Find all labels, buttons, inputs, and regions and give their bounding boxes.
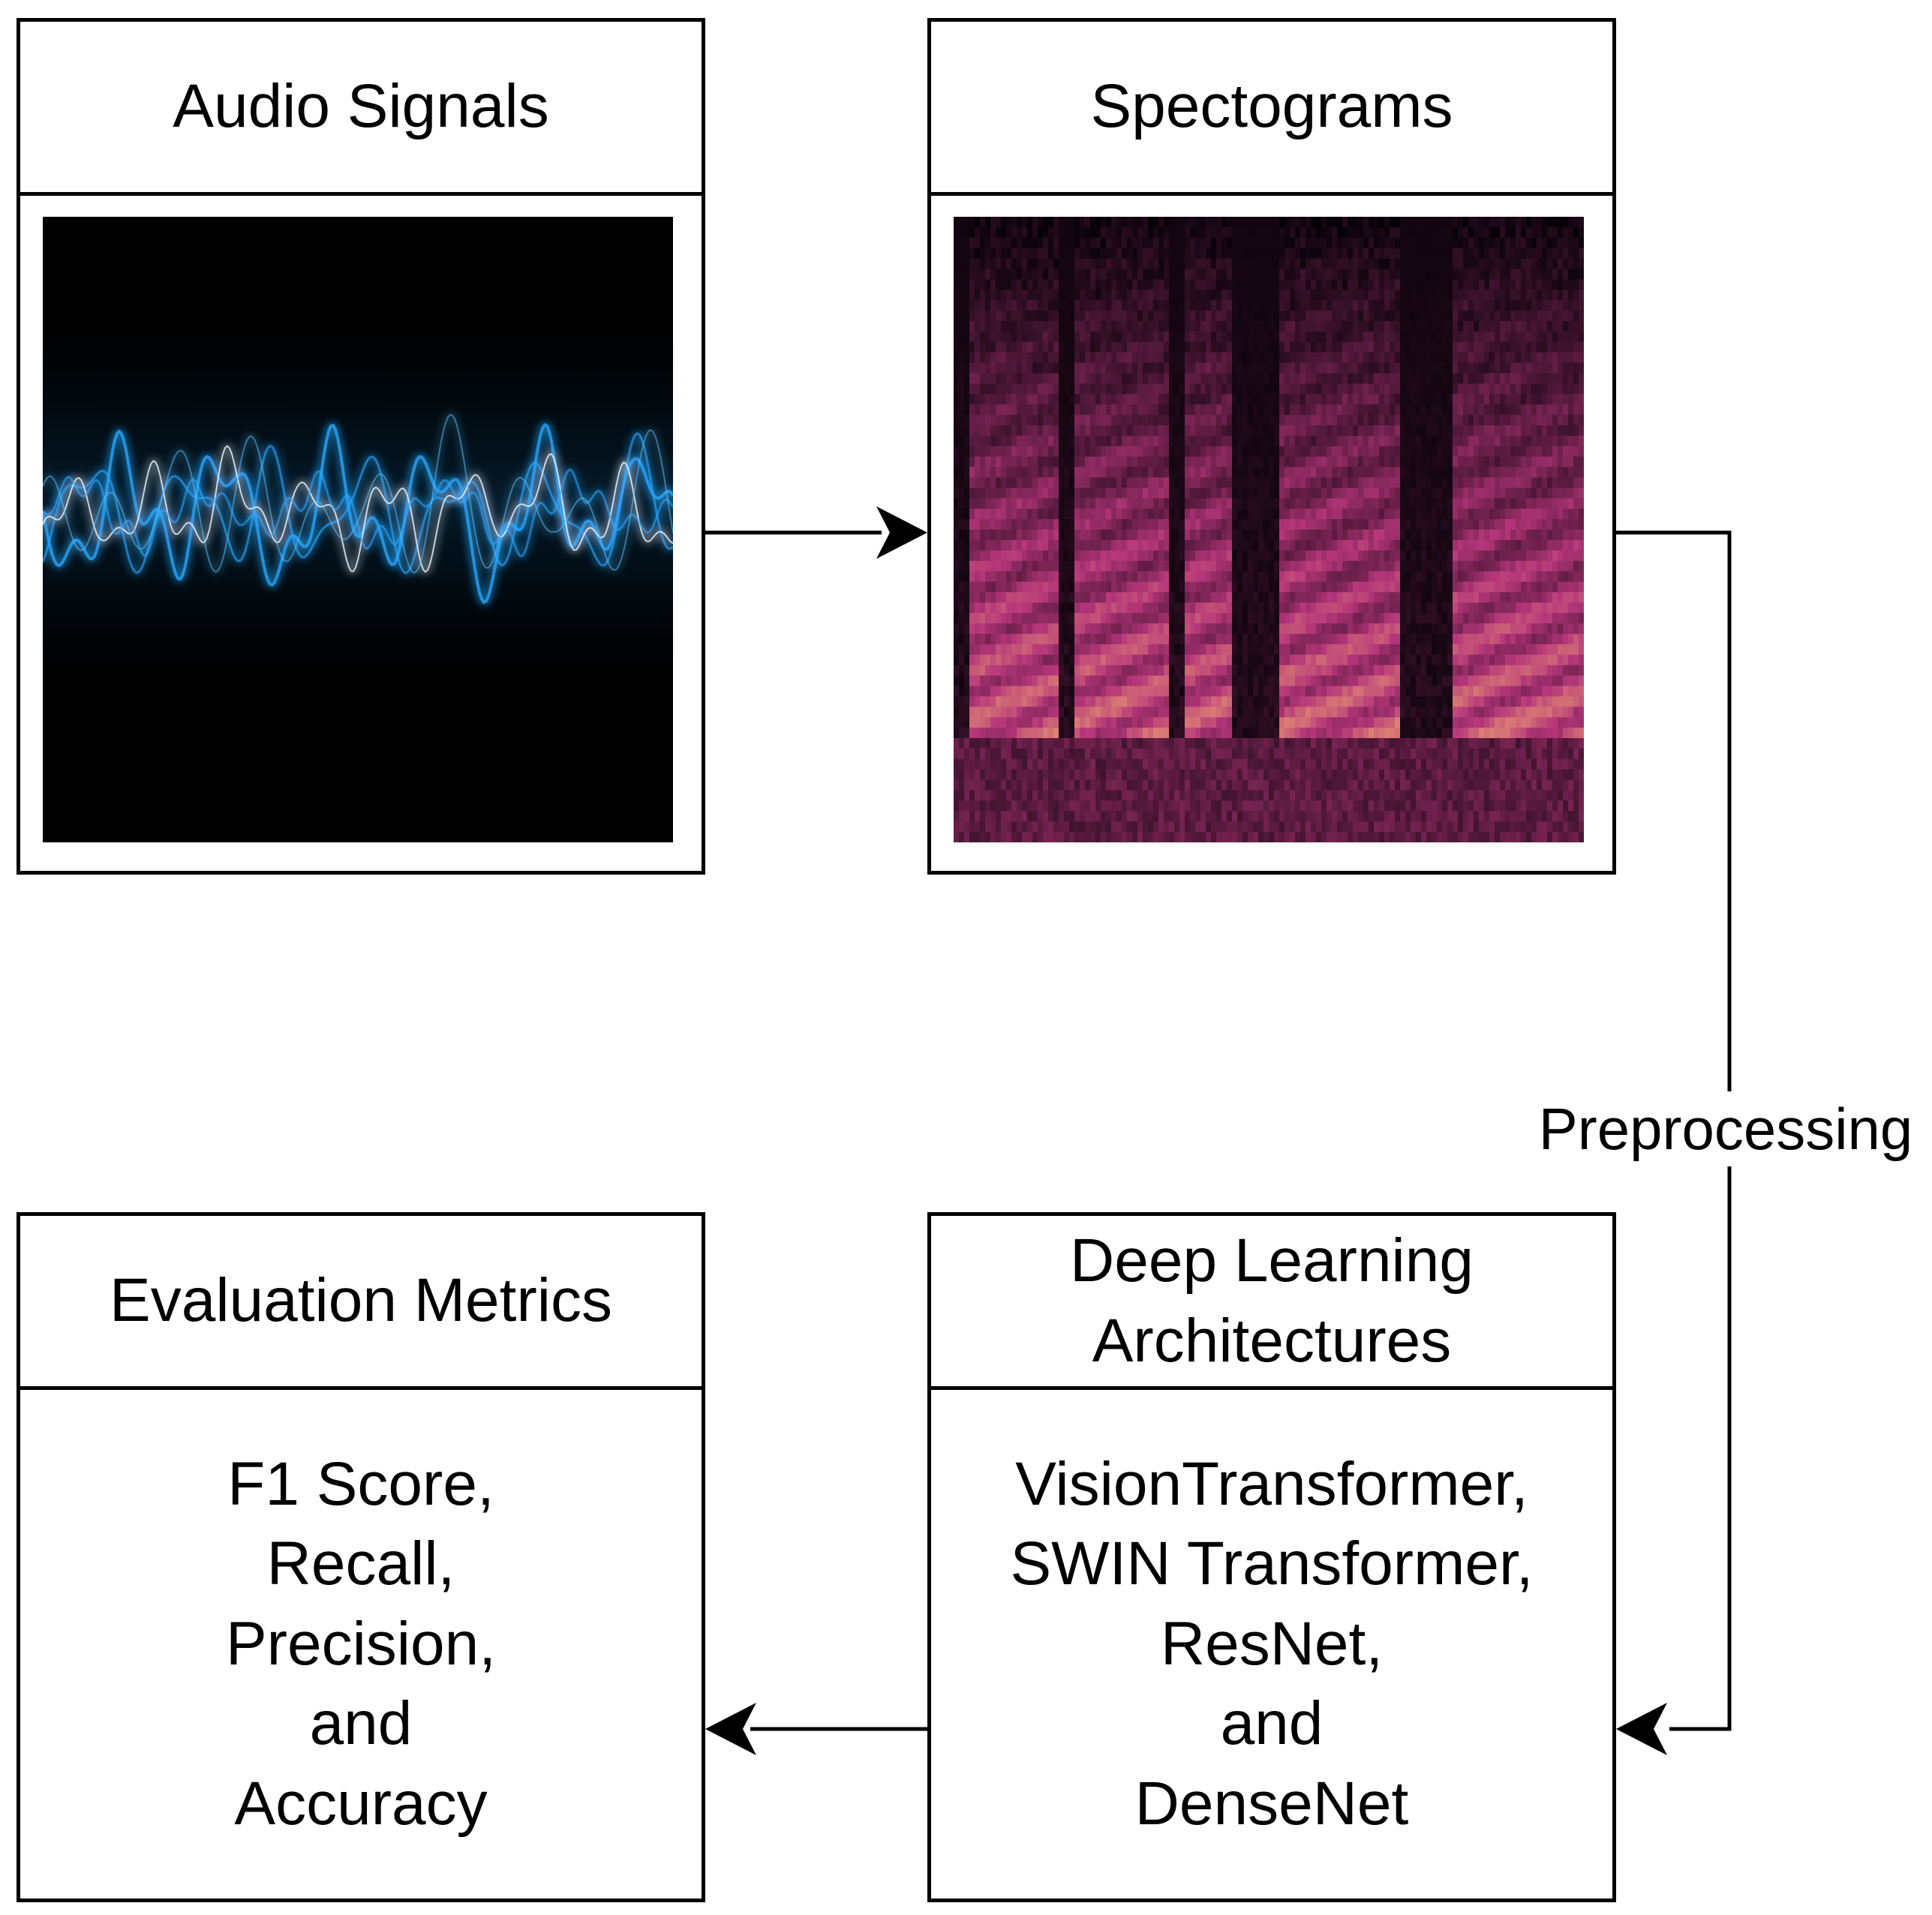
evaluation-metrics-title: Evaluation Metrics <box>20 1216 702 1390</box>
waveform-image <box>43 217 673 842</box>
audio-signals-node[interactable]: Audio Signals <box>17 18 705 875</box>
metric-line: Precision, <box>225 1609 497 1678</box>
architecture-line: VisionTransformer, <box>1015 1449 1528 1518</box>
architecture-line: SWIN Transformer, <box>1010 1529 1534 1598</box>
evaluation-metrics-list: F1 Score, Recall, Precision, and Accurac… <box>20 1390 702 1898</box>
spectrogram-image <box>954 217 1584 842</box>
waveform-trace <box>43 422 673 605</box>
metric-line: Accuracy <box>234 1769 488 1838</box>
spectrogram-title: Spectograms <box>931 22 1612 196</box>
metric-line: Recall, <box>266 1529 455 1598</box>
architecture-list: VisionTransformer, SWIN Transformer, Res… <box>931 1390 1612 1898</box>
arrowhead-audio-to-spectrogram <box>876 506 927 559</box>
waveform-trace <box>43 468 673 557</box>
waveform-trace <box>43 432 673 575</box>
deep-learning-title-line: Deep Learning <box>1070 1226 1474 1295</box>
architecture-line: and <box>1220 1689 1324 1758</box>
preprocessing-label: Preprocessing <box>1523 1091 1928 1166</box>
architecture-line: ResNet, <box>1160 1609 1384 1678</box>
deep-learning-title: Deep Learning Architectures <box>931 1216 1612 1390</box>
metric-line: and <box>309 1689 413 1758</box>
waveform-trace <box>43 445 673 573</box>
evaluation-metrics-node[interactable]: Evaluation Metrics F1 Score, Recall, Pre… <box>17 1212 705 1902</box>
architecture-line: DenseNet <box>1134 1769 1409 1838</box>
audio-signals-title: Audio Signals <box>20 22 702 196</box>
deep-learning-title-line: Architectures <box>1092 1306 1452 1375</box>
deep-learning-node[interactable]: Deep Learning Architectures VisionTransf… <box>927 1212 1616 1902</box>
spectrogram-node[interactable]: Spectograms <box>927 18 1616 875</box>
arrowhead-to-deep-learning <box>1616 1703 1667 1755</box>
metric-line: F1 Score, <box>227 1449 494 1518</box>
arrowhead-to-evaluation <box>705 1703 756 1755</box>
waveform-trace <box>43 413 673 574</box>
